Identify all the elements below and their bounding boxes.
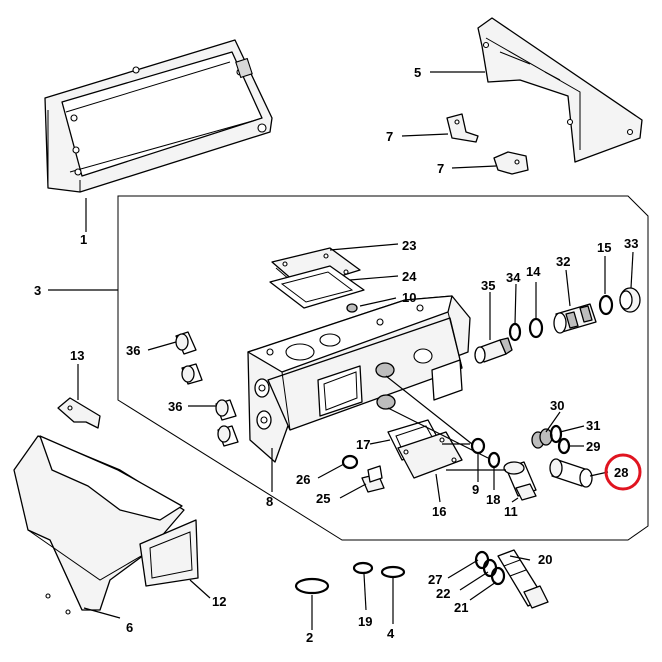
part-21-ring bbox=[490, 566, 506, 586]
callout-36-lower[interactable]: 36 bbox=[168, 399, 182, 414]
callout-27[interactable]: 27 bbox=[428, 572, 442, 587]
callout-10[interactable]: 10 bbox=[402, 290, 416, 305]
callout-9[interactable]: 9 bbox=[472, 482, 479, 497]
callout-2[interactable]: 2 bbox=[306, 630, 313, 645]
leader-lines bbox=[48, 71, 634, 630]
callout-33[interactable]: 33 bbox=[624, 236, 638, 251]
part-19-ring bbox=[352, 561, 374, 575]
callout-14[interactable]: 14 bbox=[526, 264, 541, 279]
part-4-ring bbox=[380, 565, 406, 579]
callout-8[interactable]: 8 bbox=[266, 494, 273, 509]
callout-26[interactable]: 26 bbox=[296, 472, 310, 487]
callout-15[interactable]: 15 bbox=[597, 240, 611, 255]
callout-36-upper[interactable]: 36 bbox=[126, 343, 140, 358]
callout-11[interactable]: 11 bbox=[504, 504, 518, 519]
part-28-sleeve bbox=[549, 458, 593, 488]
part-18-ring bbox=[487, 451, 501, 469]
callout-31[interactable]: 31 bbox=[586, 418, 600, 433]
part-33-cap bbox=[619, 287, 641, 313]
callout-17[interactable]: 17 bbox=[356, 437, 370, 452]
callout-23[interactable]: 23 bbox=[402, 238, 416, 253]
part-11-plug bbox=[503, 461, 537, 501]
callout-32[interactable]: 32 bbox=[556, 254, 570, 269]
part-13-bracket bbox=[57, 397, 101, 429]
assembly-frame-outline bbox=[117, 195, 649, 541]
callout-6[interactable]: 6 bbox=[126, 620, 133, 635]
callout-3[interactable]: 3 bbox=[34, 283, 41, 298]
callout-28[interactable]: 28 bbox=[614, 465, 628, 480]
highlight-circle bbox=[604, 453, 642, 491]
callout-30[interactable]: 30 bbox=[550, 398, 564, 413]
callout-19[interactable]: 19 bbox=[358, 614, 372, 629]
callout-18[interactable]: 18 bbox=[486, 492, 500, 507]
part-36-plug-lower bbox=[215, 399, 239, 447]
callout-22[interactable]: 22 bbox=[436, 586, 450, 601]
callout-7-upper[interactable]: 7 bbox=[386, 129, 393, 144]
part-8-main-housing bbox=[247, 295, 471, 463]
part-31-ring bbox=[549, 424, 563, 444]
part-36-plug-upper bbox=[175, 331, 203, 385]
callout-21[interactable]: 21 bbox=[454, 600, 468, 615]
callout-24[interactable]: 24 bbox=[402, 269, 417, 284]
part-26-ring bbox=[341, 454, 359, 470]
part-7-bracket-lower bbox=[493, 151, 529, 175]
part-1-top-cover bbox=[44, 39, 273, 193]
part-30-spring bbox=[531, 428, 553, 449]
part-12-plate bbox=[139, 519, 199, 587]
callout-7-lower[interactable]: 7 bbox=[437, 161, 444, 176]
callout-1[interactable]: 1 bbox=[80, 232, 87, 247]
part-2-ring bbox=[294, 577, 330, 595]
callout-13[interactable]: 13 bbox=[70, 348, 84, 363]
callout-4[interactable]: 4 bbox=[387, 626, 395, 641]
part-20-shaft bbox=[497, 549, 549, 609]
part-29-ring bbox=[557, 437, 571, 455]
callout-labels: 1 2 3 4 5 6 7 7 8 9 10 11 12 13 14 15 16… bbox=[34, 65, 638, 645]
part-6-lower-cover bbox=[13, 435, 185, 615]
part-32-spool bbox=[553, 303, 597, 334]
callout-25[interactable]: 25 bbox=[316, 491, 330, 506]
part-15-ring bbox=[598, 294, 614, 316]
part-24-gasket bbox=[269, 265, 365, 309]
part-5-side-plate bbox=[477, 17, 643, 163]
callout-16[interactable]: 16 bbox=[432, 504, 446, 519]
callout-5[interactable]: 5 bbox=[414, 65, 421, 80]
callout-12[interactable]: 12 bbox=[212, 594, 226, 609]
callout-20[interactable]: 20 bbox=[538, 552, 552, 567]
part-25-bolt bbox=[361, 465, 385, 493]
part-14-ring bbox=[528, 317, 544, 339]
callout-35[interactable]: 35 bbox=[481, 278, 495, 293]
part-7-bracket-upper bbox=[446, 113, 479, 143]
part-10-screw bbox=[346, 303, 358, 313]
callout-29[interactable]: 29 bbox=[586, 439, 600, 454]
part-34-ring bbox=[508, 322, 522, 342]
callout-34[interactable]: 34 bbox=[506, 270, 521, 285]
part-35-valve bbox=[474, 337, 513, 364]
